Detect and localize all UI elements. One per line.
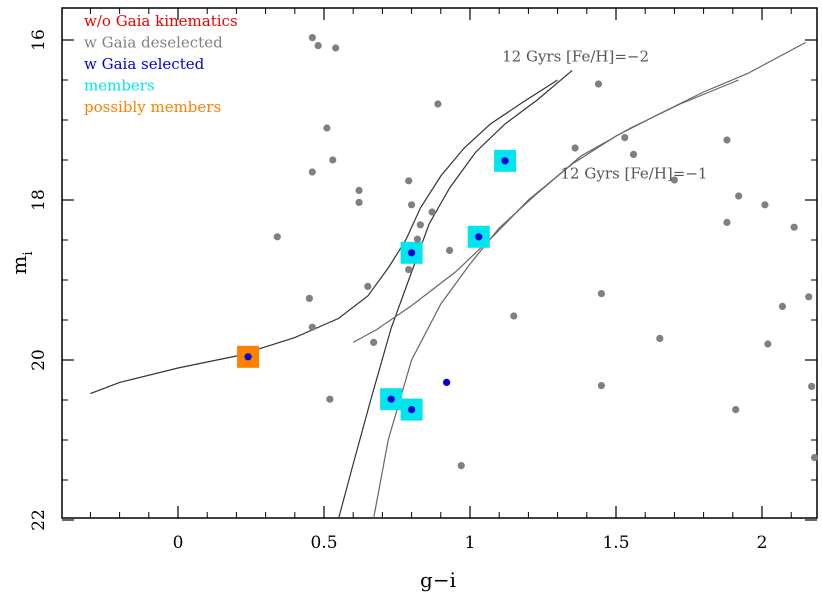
marker-dot xyxy=(428,208,436,216)
marker-dot xyxy=(764,340,772,348)
x-tick-label: 1 xyxy=(465,533,476,553)
x-tick-label: 2 xyxy=(757,533,768,553)
marker-dot xyxy=(370,338,378,346)
y-tick-label: 16 xyxy=(29,29,49,51)
y-axis-title: mi xyxy=(7,251,36,274)
marker-center-dot xyxy=(408,249,416,257)
legend-entry: w Gaia deselected xyxy=(84,34,223,52)
isochrone-labels: 12 Gyrs [Fe/H]=−2 12 Gyrs [Fe/H]=−1 xyxy=(502,48,707,183)
marker-dot xyxy=(594,80,603,88)
marker-dot xyxy=(332,44,340,52)
marker-dot xyxy=(810,454,819,462)
y-axis-title-sub: i xyxy=(21,251,36,255)
marker-dot xyxy=(308,34,316,42)
legend-entry: possibly members xyxy=(84,98,221,116)
marker-dot xyxy=(629,150,638,158)
points-layer xyxy=(237,34,819,470)
marker-dot xyxy=(805,293,813,301)
marker-center-dot xyxy=(387,395,395,403)
isochrone-label: 12 Gyrs [Fe/H]=−2 xyxy=(502,48,649,66)
marker-dot xyxy=(323,124,331,132)
x-tick-label: 0.5 xyxy=(310,533,337,553)
marker-dot xyxy=(761,201,769,209)
marker-center-dot xyxy=(501,157,509,165)
marker-dot xyxy=(314,42,322,50)
y-tick-label: 20 xyxy=(29,349,49,371)
isochrone-layer xyxy=(90,41,807,518)
marker-dot xyxy=(329,156,337,164)
x-tick-label: 1.5 xyxy=(602,533,629,553)
x-axis-title: g−i xyxy=(420,568,456,592)
legend-entry: w Gaia selected xyxy=(84,55,205,73)
marker-dot xyxy=(443,378,451,386)
marker-dot xyxy=(445,246,454,254)
marker-dot xyxy=(308,323,316,331)
marker-dot xyxy=(273,233,281,241)
marker-dot xyxy=(405,266,413,274)
marker-dot xyxy=(457,462,465,470)
legend-entry: w/o Gaia kinematics xyxy=(84,12,238,30)
legend-entry: members xyxy=(84,77,155,95)
y-axis-title-main: m xyxy=(7,256,31,275)
marker-dot xyxy=(597,290,606,298)
marker-center-dot xyxy=(408,406,416,414)
marker-dot xyxy=(308,168,316,176)
marker-dot xyxy=(405,177,413,185)
marker-dot xyxy=(413,235,422,243)
marker-dot xyxy=(364,282,372,290)
marker-dot xyxy=(790,223,798,231)
marker-dot xyxy=(408,201,416,209)
isochrone-label: 12 Gyrs [Fe/H]=−1 xyxy=(561,164,708,182)
x-tick-label: 0 xyxy=(173,533,184,553)
marker-dot xyxy=(434,100,442,108)
marker-dot xyxy=(305,294,313,302)
legend: w/o Gaia kinematics w Gaia deselected w Ga… xyxy=(84,12,238,116)
marker-center-dot xyxy=(475,233,483,241)
marker-dot xyxy=(416,221,424,229)
marker-dot xyxy=(621,134,629,142)
marker-dot xyxy=(355,186,363,194)
marker-dot xyxy=(597,382,606,390)
marker-dot xyxy=(571,144,579,152)
svg-text:mi: mi xyxy=(7,251,36,274)
marker-dot xyxy=(735,192,743,200)
marker-dot xyxy=(670,176,679,184)
plot-frame xyxy=(61,7,818,519)
isochrone-line xyxy=(373,79,739,518)
marker-dot xyxy=(732,406,740,414)
marker-dot xyxy=(656,334,664,342)
marker-dot xyxy=(326,395,334,403)
marker-dot xyxy=(778,302,787,310)
marker-dot xyxy=(723,218,731,226)
isochrone-line xyxy=(90,79,558,395)
axes-layer: 0 0.5 1 1.5 2 16 18 20 22 xyxy=(29,8,817,553)
marker-dot xyxy=(510,312,518,320)
marker-dot xyxy=(808,382,816,390)
y-tick-label: 18 xyxy=(29,189,49,211)
isochrone-line xyxy=(352,41,807,343)
marker-dot xyxy=(355,198,363,206)
y-tick-label: 22 xyxy=(29,509,49,531)
marker-center-dot xyxy=(244,353,252,361)
marker-dot xyxy=(723,136,731,144)
isochrone-line xyxy=(338,69,573,518)
